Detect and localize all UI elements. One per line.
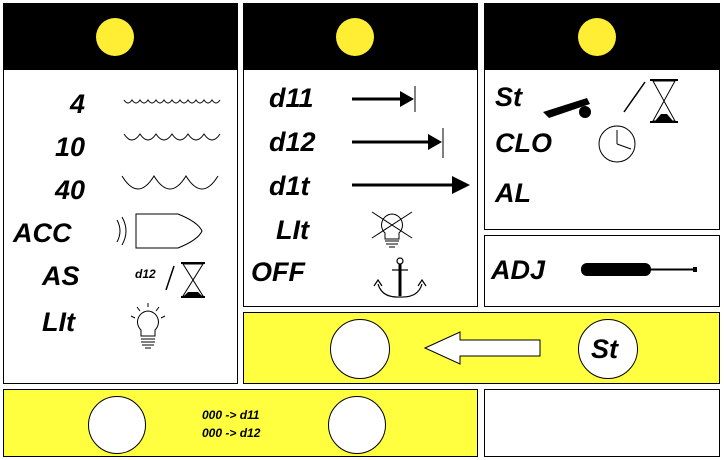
panel-middle: d11 d12 d1t LIt OFF xyxy=(243,3,478,307)
cannon-hourglass-icon xyxy=(543,79,678,123)
indicator-light-icon xyxy=(96,18,134,56)
arrow-icon xyxy=(352,176,470,194)
label-off: OFF xyxy=(251,257,305,287)
reset-button-right[interactable] xyxy=(328,396,386,454)
target-button[interactable] xyxy=(330,319,390,379)
label-4: 4 xyxy=(69,89,85,119)
short-arrow-stop-icon xyxy=(352,86,416,112)
medium-wave-icon xyxy=(123,133,221,141)
panel-empty xyxy=(484,389,720,457)
start-button-label: St xyxy=(591,334,618,364)
label-clo: CLO xyxy=(495,128,552,158)
panel-adjust: ADJ xyxy=(484,235,720,307)
panel-right-header xyxy=(485,4,719,70)
reset-bar: 000 -> d11 000 -> d12 xyxy=(3,389,478,457)
large-wave-icon xyxy=(121,175,219,190)
label-adj: ADJ xyxy=(491,255,546,285)
label-d12-small: d12 xyxy=(135,267,156,281)
reset-line-2: 000 -> d12 xyxy=(202,426,261,440)
label-st: St xyxy=(495,82,522,112)
anchor-icon xyxy=(373,257,427,298)
lightbulb-off-icon xyxy=(371,211,413,248)
panel-right: St CLO AL xyxy=(484,3,720,230)
small-wave-icon xyxy=(123,99,221,104)
panel-middle-header xyxy=(244,4,477,70)
clock-icon xyxy=(598,125,636,163)
reset-button-left[interactable] xyxy=(88,396,146,454)
reset-line-1: 000 -> d11 xyxy=(202,408,260,422)
label-40: 40 xyxy=(54,175,85,205)
hourglass-icon xyxy=(165,262,205,298)
label-d12: d12 xyxy=(269,127,316,157)
indicator-light-icon xyxy=(336,18,374,56)
label-lit: LIt xyxy=(42,307,75,337)
label-as: AS xyxy=(42,261,80,291)
panel-left: 4 10 40 ACC AS d12 LIt xyxy=(3,3,238,384)
screwdriver-icon xyxy=(581,263,697,276)
start-button[interactable]: St xyxy=(578,319,638,379)
indicator-light-icon xyxy=(578,18,616,56)
arrow-left-icon xyxy=(423,331,541,365)
label-d11: d11 xyxy=(269,83,314,113)
boat-sonar-icon xyxy=(116,213,203,249)
start-bar: St xyxy=(243,312,720,384)
label-acc: ACC xyxy=(13,218,72,248)
label-10: 10 xyxy=(54,132,85,162)
label-al: AL xyxy=(495,178,531,208)
long-arrow-stop-icon xyxy=(352,128,444,158)
label-lit-off: LIt xyxy=(276,215,309,245)
panel-left-header xyxy=(4,4,237,70)
lightbulb-on-icon xyxy=(130,303,166,349)
label-d1t: d1t xyxy=(269,171,310,201)
